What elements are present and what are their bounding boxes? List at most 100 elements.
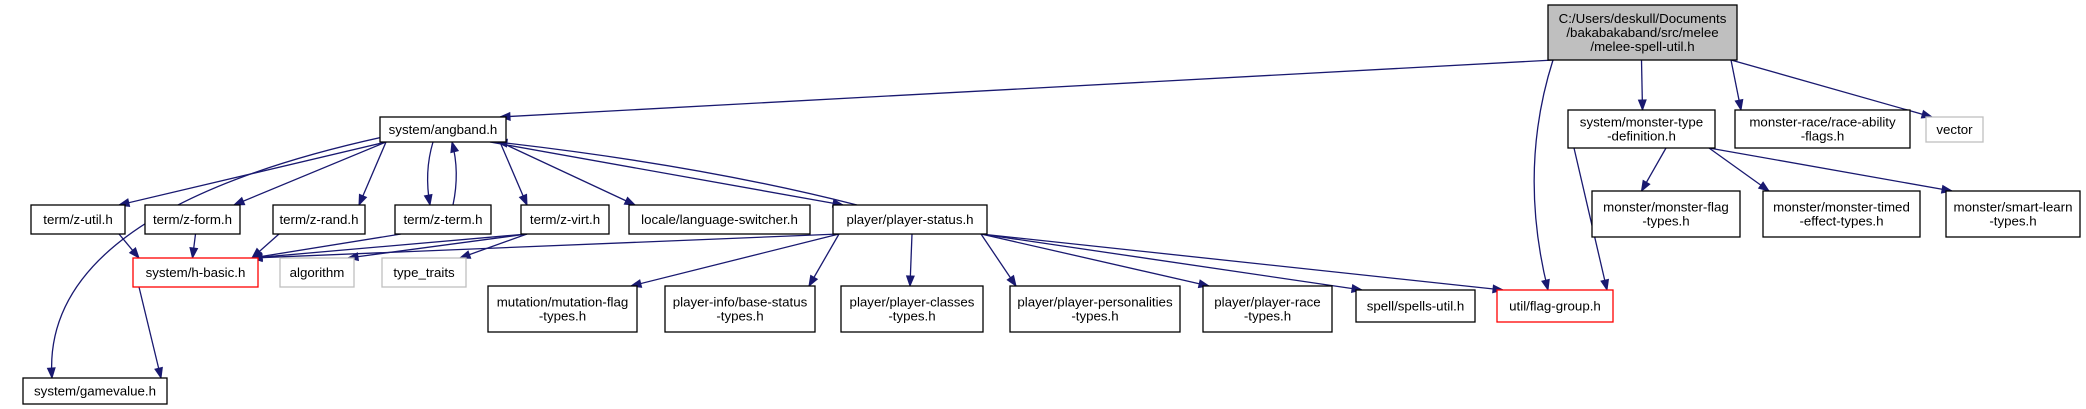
node-zutil[interactable]: term/z-util.h [30,204,126,235]
edge-line [1730,59,1933,118]
edge-line [980,233,1210,287]
node-typetraits[interactable]: type_traits [381,257,467,288]
edge-line [138,286,162,379]
node-label: player/player-classes [850,295,975,310]
node-spells[interactable]: spell/spells-util.h [1355,289,1476,323]
node-label: -types.h [1071,309,1118,324]
edge-hbasic-to-gamevalue [138,286,163,380]
node-box [272,204,366,235]
node-mutation[interactable]: mutation/mutation-flag-types.h [487,285,638,333]
arrowhead [623,196,637,206]
edge-pstatus-to-angband [495,138,858,206]
edge-line [251,233,528,259]
node-box [840,285,984,333]
edge-zform-to-hbasic [189,233,199,260]
node-classes[interactable]: player/player-classes-types.h [840,285,984,333]
node-label: monster-race/race-ability [1749,115,1896,130]
node-hbasic[interactable]: system/h-basic.h [132,257,259,288]
arrowhead [1734,98,1744,112]
node-vector[interactable]: vector [1925,116,1984,143]
node-zvirt[interactable]: term/z-virt.h [520,204,610,235]
arrowhead [358,193,368,207]
node-label: -types.h [1989,214,2036,229]
node-smartlearn[interactable]: monster/smart-learn-types.h [1945,190,2081,238]
edge-line [233,141,387,206]
arrowhead [1600,278,1610,292]
node-locale[interactable]: locale/language-switcher.h [628,204,811,235]
arrowhead [458,250,472,259]
node-box [1734,109,1911,149]
node-raceability[interactable]: monster-race/race-ability-flags.h [1734,109,1911,149]
node-mflag[interactable]: monster/monster-flag-types.h [1591,190,1741,238]
node-zrand[interactable]: term/z-rand.h [272,204,366,235]
node-label: algorithm [290,265,345,280]
node-gamevalue[interactable]: system/gamevalue.h [22,377,168,405]
edge-line [1533,59,1554,291]
node-label: -types.h [539,309,586,324]
node-label: -types.h [716,309,763,324]
node-label: -types.h [888,309,935,324]
edge-line [980,233,1363,291]
edge-line [499,59,1555,118]
edge-line [1708,147,1953,192]
node-label: monster/monster-flag [1603,200,1729,215]
edge-line [980,233,1504,291]
arrowhead [518,193,528,207]
node-label: player/player-personalities [1017,295,1173,310]
node-box [132,257,259,288]
node-box [664,285,816,333]
node-label: locale/language-switcher.h [641,212,798,227]
arrowhead [1006,274,1017,288]
node-zterm[interactable]: term/z-term.h [394,204,492,235]
edge-line [1573,147,1608,291]
edge-line [459,233,528,259]
arrowhead [1541,278,1550,292]
edge-angband-to-pstatus [489,141,845,208]
node-label: mutation/mutation-flag [497,295,629,310]
node-label: monster/smart-learn [1954,200,2073,215]
node-algorithm[interactable]: algorithm [279,257,355,288]
node-mtimed[interactable]: monster/monster-timed-effect-types.h [1762,190,1921,238]
arrowhead [423,193,433,207]
edge-mtypedef-to-mtimed [1708,147,1771,192]
node-mtypedef[interactable]: system/monster-type-definition.h [1567,109,1716,149]
edge-line [347,233,528,259]
arrowhead [808,274,819,288]
node-flaggroup[interactable]: util/flag-group.h [1496,289,1614,323]
node-box [1355,289,1476,323]
edge-line [358,141,387,206]
edge-line [251,233,840,259]
node-label: system/gamevalue.h [34,384,156,399]
node-angband[interactable]: system/angband.h [379,116,507,143]
edge-line [630,233,840,287]
node-label: system/h-basic.h [146,265,246,280]
edge-line [251,233,402,259]
node-pstatus[interactable]: player/player-status.h [832,204,988,235]
node-box [1496,289,1614,323]
node-label: monster/monster-timed [1773,200,1910,215]
edge-angband-to-zterm [423,141,434,207]
node-label: term/z-rand.h [279,212,358,227]
node-label: -effect-types.h [1799,214,1883,229]
edge-mtypedef-to-smartlearn [1708,147,1954,194]
edge-angband-to-gamevalue [46,134,393,380]
node-personalities[interactable]: player/player-personalities-types.h [1009,285,1181,333]
node-root[interactable]: C:/Users/deskull/Documents/bakabakaband/… [1547,4,1738,61]
node-label: player/player-race [1214,295,1320,310]
arrowhead [46,367,56,380]
node-label: player-info/base-status [673,295,808,310]
node-box [30,204,126,235]
edge-root-to-angband [498,59,1555,121]
node-label: player/player-status.h [846,212,973,227]
node-label: util/flag-group.h [1509,299,1601,314]
node-label: -types.h [1642,214,1689,229]
edge-zutil-to-hbasic [118,233,140,260]
node-box [279,257,355,288]
node-box [520,204,610,235]
edge-zterm-to-angband [450,140,460,206]
node-race[interactable]: player/player-race-types.h [1202,285,1333,333]
node-zform[interactable]: term/z-form.h [144,204,241,235]
node-baseStatus[interactable]: player-info/base-status-types.h [664,285,816,333]
arrowhead [154,366,163,380]
